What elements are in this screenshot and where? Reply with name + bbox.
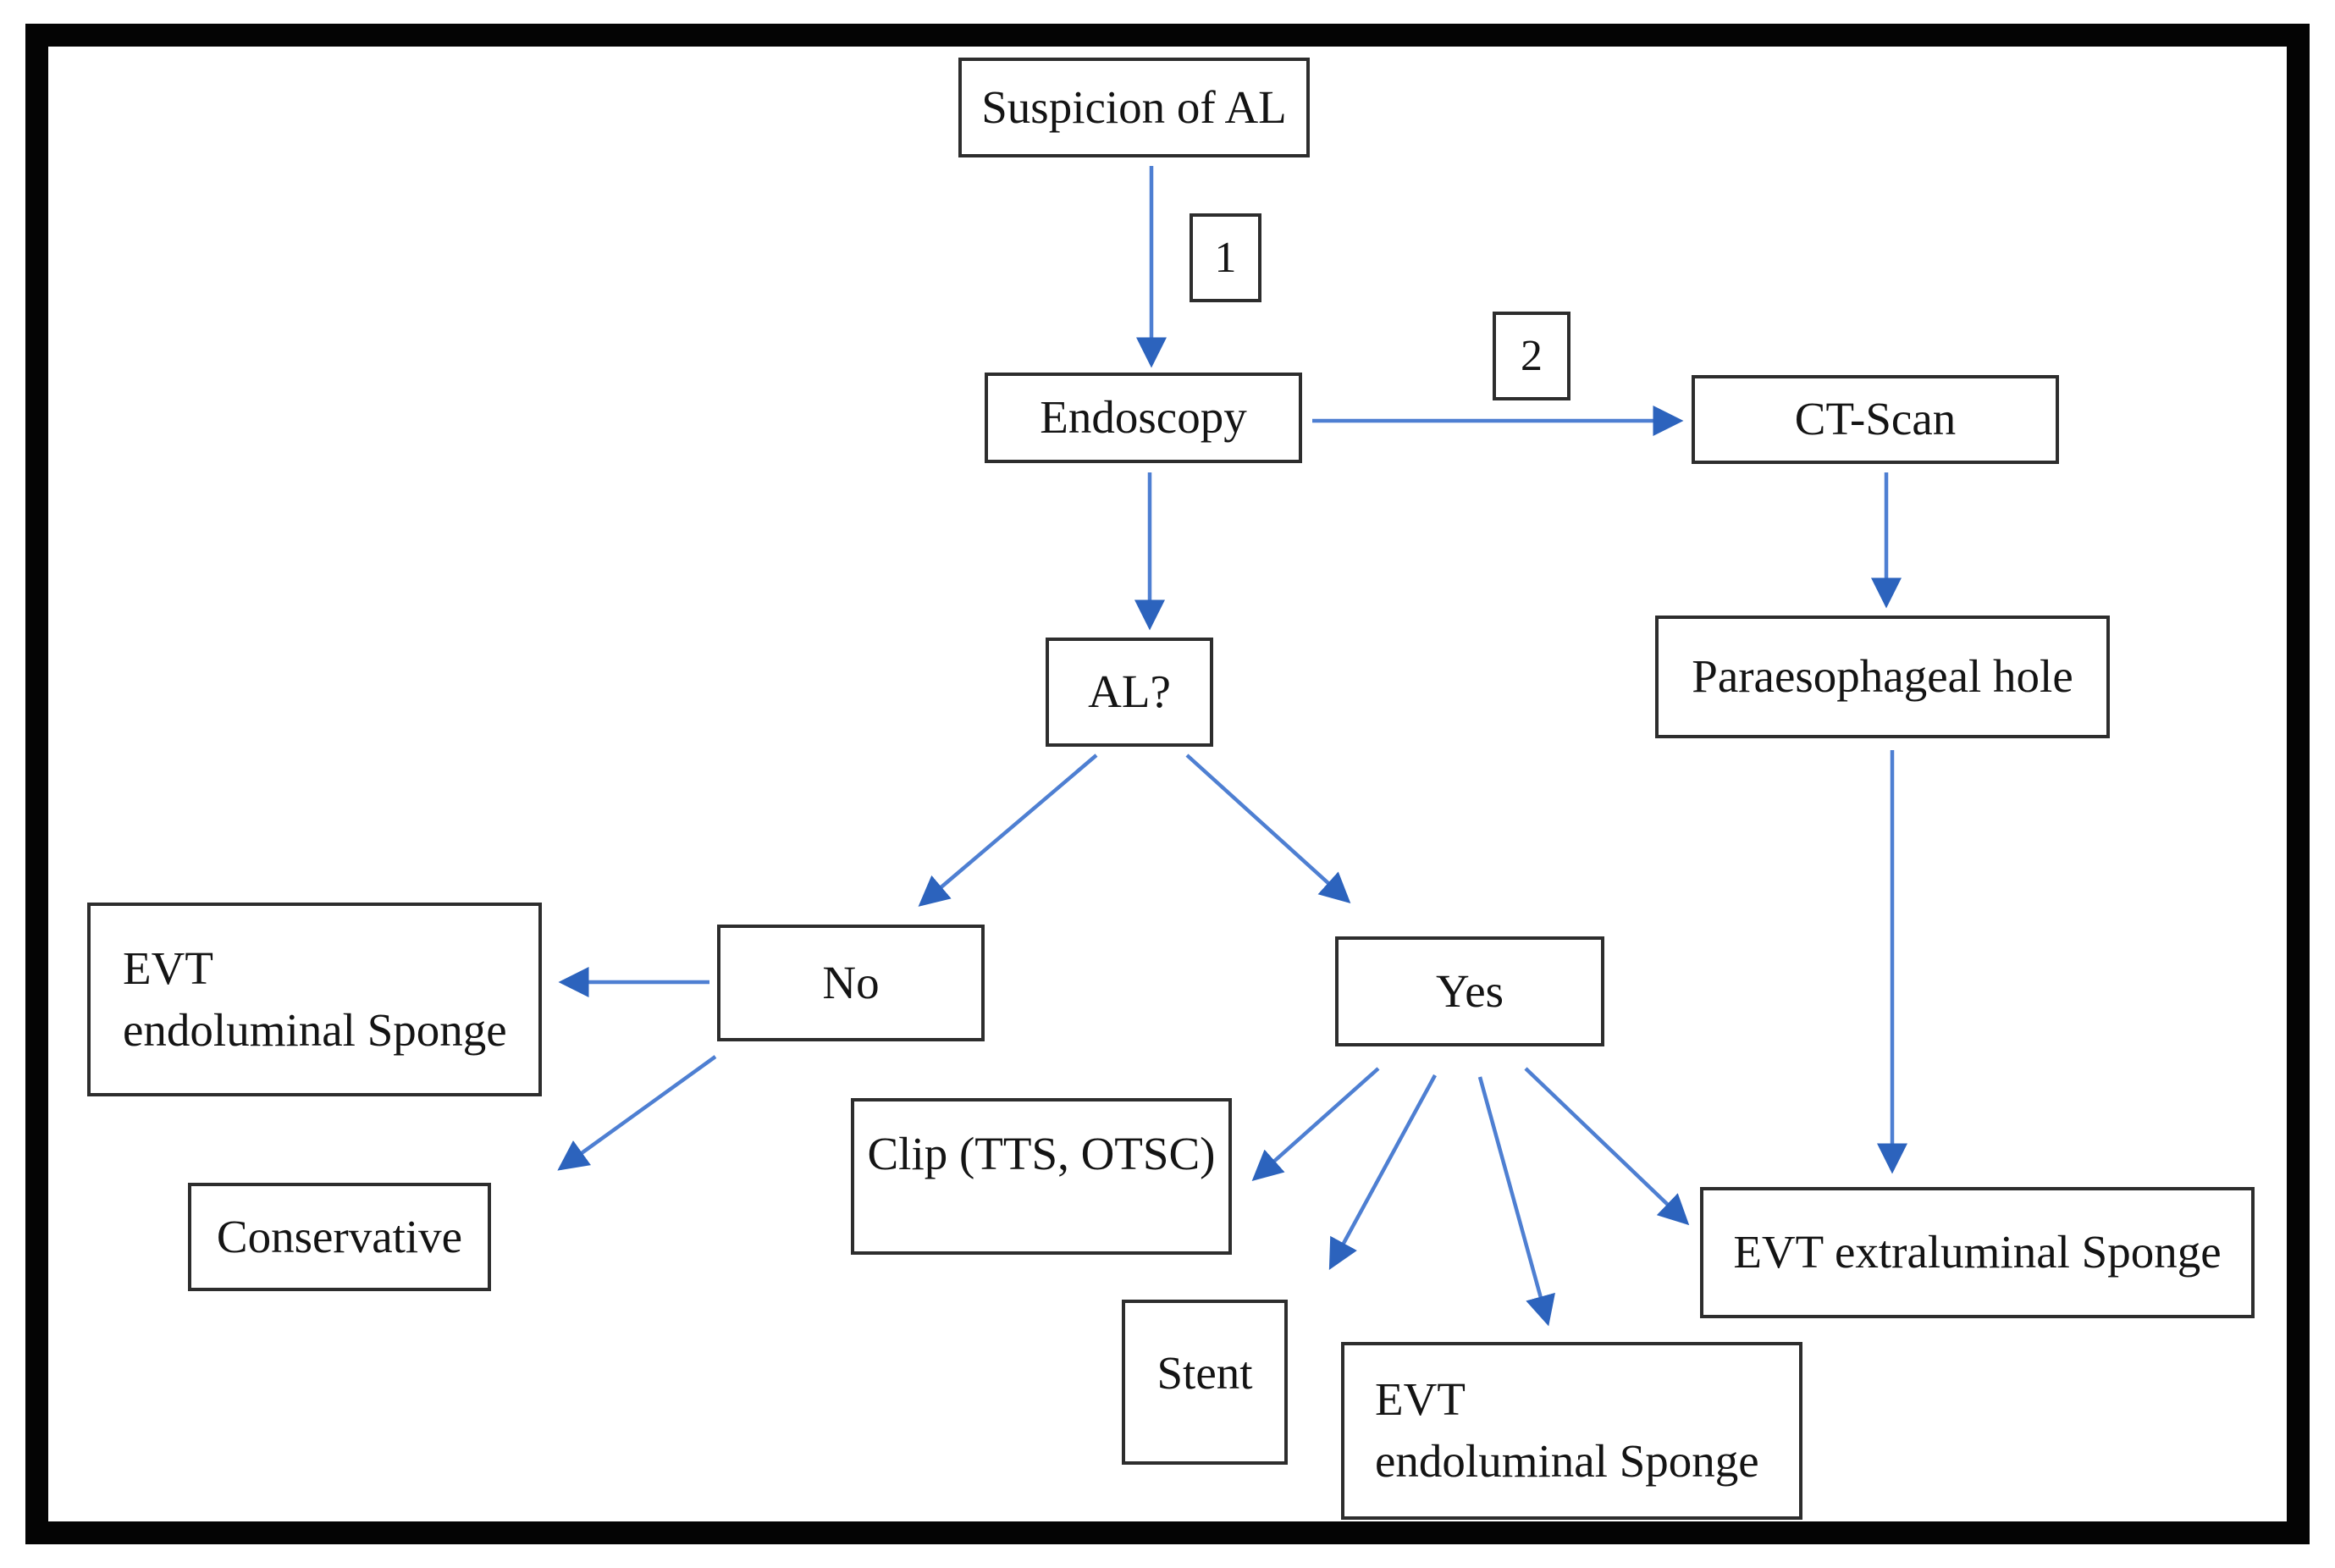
edge-label-text: 2 xyxy=(1521,332,1543,380)
node-yes: Yes xyxy=(1335,936,1604,1046)
node-al-question: AL? xyxy=(1046,638,1213,747)
node-label: No xyxy=(822,956,880,1008)
node-ct-scan: CT-Scan xyxy=(1692,375,2059,464)
node-label: Stent xyxy=(1156,1347,1253,1400)
node-endoscopy: Endoscopy xyxy=(985,373,1302,463)
node-evt-endoluminal-sponge-bottom: EVT endoluminal Sponge xyxy=(1341,1342,1802,1520)
node-stent: Stent xyxy=(1122,1300,1288,1465)
node-label: EVT extraluminal Sponge xyxy=(1733,1226,2222,1278)
node-label-line2: endoluminal Sponge xyxy=(123,1003,507,1056)
node-label-line1: EVT xyxy=(1375,1373,1466,1426)
node-label: AL? xyxy=(1088,665,1171,718)
node-label: Conservative xyxy=(216,1210,463,1262)
node-label: Paraesophageal hole xyxy=(1692,650,2073,703)
node-label: CT-Scan xyxy=(1794,393,1957,445)
edge-label-text: 1 xyxy=(1214,234,1237,282)
node-paraesophageal-hole: Paraesophageal hole xyxy=(1655,616,2110,738)
edge-label-1: 1 xyxy=(1190,213,1261,302)
node-label: Endoscopy xyxy=(1040,391,1247,444)
node-suspicion-of-al: Suspicion of AL xyxy=(958,58,1310,157)
node-label-line2: endoluminal Sponge xyxy=(1375,1435,1759,1487)
node-clip-tts-otsc: Clip (TTS, OTSC) xyxy=(851,1098,1232,1255)
node-no: No xyxy=(717,925,985,1041)
node-label: Suspicion of AL xyxy=(981,80,1287,133)
node-label: Clip (TTS, OTSC) xyxy=(867,1128,1216,1180)
edge-label-2: 2 xyxy=(1493,312,1570,400)
node-evt-extraluminal-sponge: EVT extraluminal Sponge xyxy=(1700,1187,2255,1318)
node-conservative: Conservative xyxy=(188,1183,491,1291)
node-label: Yes xyxy=(1435,964,1504,1017)
node-label-line1: EVT xyxy=(123,941,213,994)
node-evt-endoluminal-sponge-left: EVT endoluminal Sponge xyxy=(87,903,542,1096)
